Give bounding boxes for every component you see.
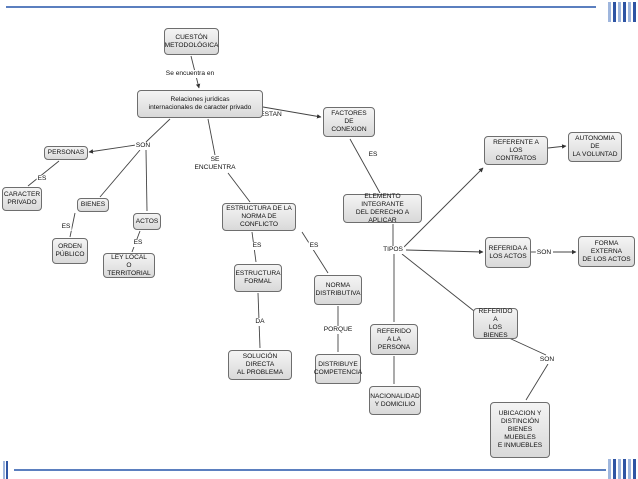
node-referida-actos[interactable]: REFERIDA A LOS ACTOS (485, 237, 531, 268)
link-label-es-norma: ES (308, 242, 320, 250)
link-label-son-bienes: SON (538, 356, 556, 364)
node-referente-contratos[interactable]: REFERENTE A LOS CONTRATOS (484, 136, 548, 165)
node-personas[interactable]: PERSONAS (44, 146, 88, 160)
node-cuestion-metodologica[interactable]: CUESTÓN METODOLÓGICA (164, 28, 219, 55)
link-label-son: SON (134, 142, 152, 150)
link-label-estan: ESTAN (259, 111, 283, 119)
link-estructura-norma (301, 231, 329, 274)
link-relaciones-seencuentra (207, 118, 216, 156)
link-relaciones-son (145, 118, 171, 143)
link-label-es-formal: ES (251, 242, 263, 250)
link-tipos-refcontratos (403, 167, 484, 248)
link-label-son-actos: SON (535, 249, 553, 257)
node-forma-externa-actos[interactable]: FORMA EXTERNA DE LOS ACTOS (578, 236, 635, 267)
link-label-es-caracter: ES (36, 175, 48, 183)
bottom-left-bar (3, 461, 8, 479)
top-right-bars (608, 2, 638, 22)
node-referido-persona[interactable]: REFERIDO A LA PERSONA (370, 324, 418, 355)
link-label-es-orden: ES (60, 223, 72, 231)
link-relaciones-factores (262, 106, 322, 119)
node-nacionalidad-domicilio[interactable]: NACIONALIDAD Y DOMICILIO (369, 386, 421, 415)
node-autonomia-voluntad[interactable]: AUTONOMIA DE LA VOLUNTAD (568, 132, 622, 162)
node-norma-distributiva[interactable]: NORMA DISTRIBUTIVA (314, 275, 362, 305)
link-son-actos (145, 149, 148, 212)
link-label-se-encuentra-en: Se encuentra en (164, 70, 216, 78)
node-solucion-directa[interactable]: SOLUCIÓN DIRECTA AL PROBLEMA (228, 350, 292, 380)
link-label-tipos: TIPOS (382, 246, 404, 254)
link-seencuentra-estructura (227, 172, 251, 203)
link-son-ubicacion (525, 363, 549, 401)
link-refbienes-son (508, 337, 547, 356)
link-label-es-factores: ES (367, 151, 379, 159)
link-factores-elemento (349, 138, 381, 194)
node-caracter-privado[interactable]: CARACTER PRIVADO (2, 187, 42, 211)
node-actos[interactable]: ACTOS (133, 213, 161, 230)
node-ubicacion-distincion[interactable]: UBICACION Y DISTINCIÓN BIENES MUEBLES E … (490, 402, 550, 458)
node-distribuye-competencia[interactable]: DISTRIBUYE COMPETENCIA (314, 354, 362, 384)
node-ley-local[interactable]: LEY LOCAL O TERRITORIAL (103, 253, 155, 278)
link-son-bienes (99, 149, 141, 198)
link-son-personas (88, 144, 137, 154)
bottom-right-bars (608, 459, 638, 479)
link-personas-caracter (27, 160, 60, 187)
link-label-se-encuentra: SE ENCUENTRA (193, 156, 237, 172)
node-referido-bienes[interactable]: REFERIDO A LOS BIENES (473, 308, 518, 339)
link-refcontratos-autonomia (547, 144, 567, 149)
node-bienes[interactable]: BIENES (77, 198, 109, 212)
link-tipos-refactos (405, 249, 484, 255)
node-relaciones-juridicas[interactable]: Relaciones jurídicas internacionales de … (137, 90, 263, 118)
node-factores-de-conexion[interactable]: FACTORES DE CONEXION (323, 107, 375, 137)
link-label-porque: PORQUE (322, 326, 354, 334)
node-estructura-norma-conflicto[interactable]: ESTRUCTURA DE LA NORMA DE CONFLICTO (222, 203, 296, 231)
link-label-es-ley: ES (132, 239, 144, 247)
link-tipos-refbienes (401, 253, 475, 312)
node-estructura-formal[interactable]: ESTRUCTURA FORMAL (234, 264, 282, 292)
top-rule (6, 6, 596, 8)
node-orden-publico[interactable]: ORDEN PÚBLICO (52, 238, 88, 264)
link-label-da: DA (254, 318, 266, 326)
bottom-rule (14, 469, 606, 471)
node-elemento-integrante[interactable]: ELEMENTO INTEGRANTE DEL DERECHO A APLICA… (343, 193, 422, 224)
link-bienes-orden (69, 212, 76, 238)
